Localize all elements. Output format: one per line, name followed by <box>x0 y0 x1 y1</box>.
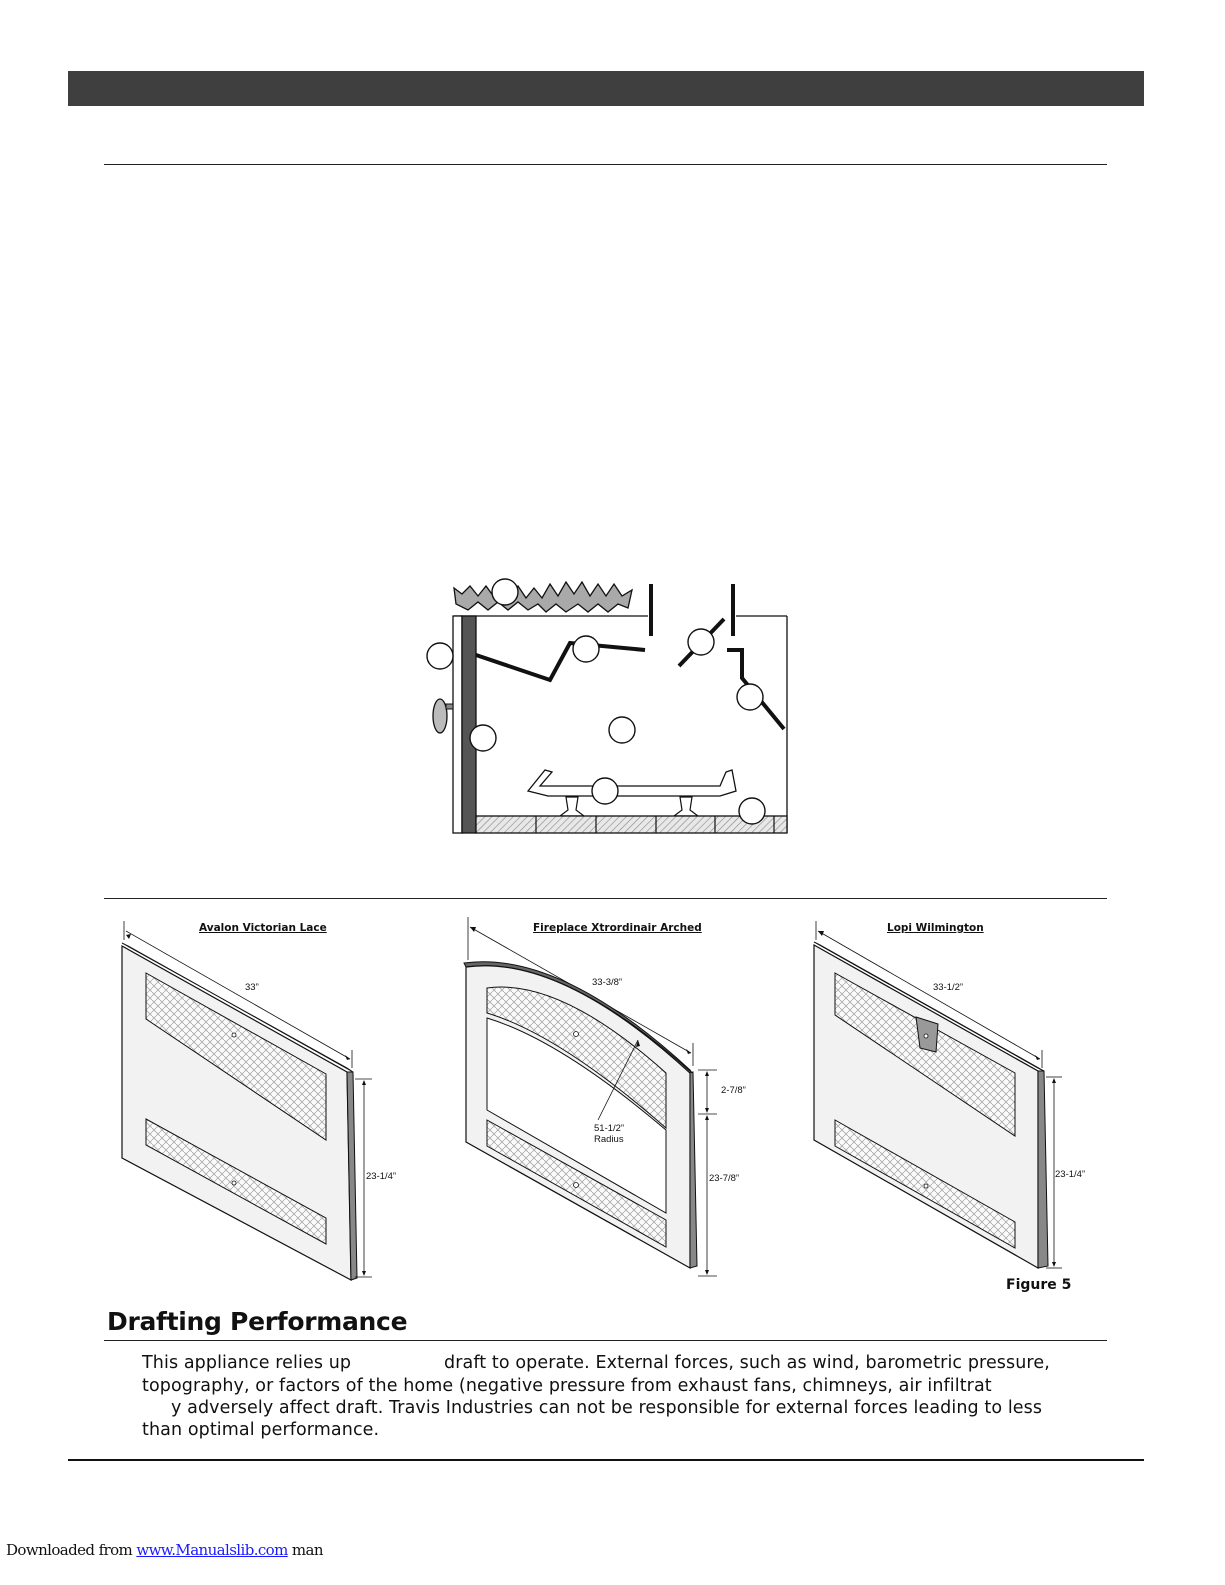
callout-circle <box>687 628 715 656</box>
callout-circle <box>572 635 600 663</box>
footer-link[interactable]: www.Manualslib.com <box>136 1541 288 1559</box>
door-avalon <box>121 921 372 1282</box>
section-heading: Drafting Performance <box>107 1307 408 1336</box>
dim-radius-value-fpx: 51-1/2” <box>594 1123 625 1134</box>
dim-width-lopi: 33-1/2” <box>933 982 964 993</box>
door-glass <box>461 615 477 834</box>
header-bar <box>68 71 1144 106</box>
figure-label: Figure 5 <box>1006 1277 1072 1293</box>
dim-radius-label-fpx: Radius <box>594 1134 624 1145</box>
door-title-lopi: Lopi Wilmington <box>887 922 984 934</box>
footer-prefix: Downloaded from <box>6 1541 137 1559</box>
dim-width-avalon: 33” <box>245 982 259 993</box>
dim-height-fpx: 23-7/8” <box>709 1173 740 1184</box>
footer: Downloaded from www.Manualslib.com man <box>6 1541 324 1559</box>
body-line-2: topography, or factors of the home (nega… <box>142 1376 992 1396</box>
fireplace-cross-section-diagram <box>426 578 788 834</box>
callout-circle <box>736 683 764 711</box>
dim-height-avalon: 23-1/4” <box>366 1171 397 1182</box>
callout-circle <box>469 724 497 752</box>
door-fpx-arched <box>463 917 717 1277</box>
footer-suffix: man <box>287 1541 324 1559</box>
door-drawings <box>121 917 1062 1282</box>
top-rule <box>104 164 1107 165</box>
body-line-3: y adversely affect draft. Travis Industr… <box>171 1398 1043 1418</box>
callout-circle <box>738 797 766 825</box>
figure-rule <box>104 898 1107 899</box>
callout-circle <box>491 578 519 606</box>
firebrick-floor <box>475 815 788 834</box>
grate <box>526 769 737 797</box>
body-line-4: than optimal performance. <box>142 1420 380 1440</box>
door-title-fpx-arched: Fireplace Xtrordinair Arched <box>533 922 702 934</box>
section-rule <box>104 1340 1107 1341</box>
door-title-avalon: Avalon Victorian Lace <box>199 922 327 934</box>
door-handle-diagram <box>432 698 448 734</box>
callout-circle <box>591 777 619 805</box>
callout-circle <box>608 716 636 744</box>
body-line-1b: draft to operate. External forces, such … <box>444 1353 1050 1373</box>
dim-arch-fpx: 2-7/8” <box>721 1085 746 1096</box>
dim-height-lopi: 23-1/4” <box>1055 1169 1086 1180</box>
bottom-rule <box>68 1459 1144 1461</box>
dim-width-fpx: 33-3/8” <box>592 977 623 988</box>
body-line-1a: This appliance relies up <box>142 1353 352 1373</box>
door-lopi-wilmington <box>813 921 1062 1270</box>
callout-circle <box>426 642 454 670</box>
